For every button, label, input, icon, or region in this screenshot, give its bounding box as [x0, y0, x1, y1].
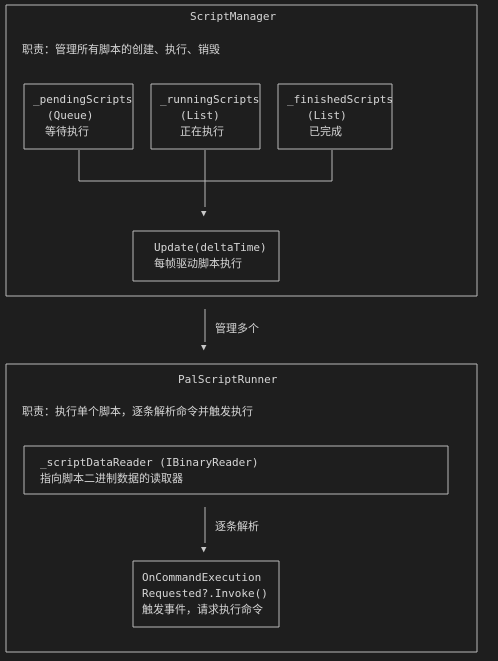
script-manager-responsibility: 职责：管理所有脚本的创建、执行、销毁 — [22, 43, 220, 56]
finished-scripts-name: _finishedScripts — [287, 93, 393, 106]
event-desc: 触发事件，请求执行命令 — [142, 603, 263, 616]
script-manager-title: ScriptManager — [190, 10, 277, 23]
pending-scripts-desc: 等待执行 — [45, 125, 89, 138]
parse-link-label: 逐条解析 — [215, 520, 259, 533]
running-scripts-desc: 正在执行 — [180, 125, 224, 138]
running-scripts-box — [150, 83, 261, 150]
pending-scripts-type: (Queue) — [47, 109, 94, 122]
reader-name: _scriptDataReader (IBinaryReader) — [40, 456, 259, 469]
reader-desc: 指向脚本二进制数据的读取器 — [40, 472, 183, 485]
script-manager-box — [5, 4, 478, 297]
manages-link-label: 管理多个 — [215, 322, 259, 335]
finished-scripts-type: (List) — [307, 109, 347, 122]
finished-scripts-box — [277, 83, 393, 150]
event-line1: OnCommandExecution — [142, 571, 262, 584]
update-desc: 每帧驱动脚本执行 — [154, 257, 242, 270]
pending-scripts-box — [23, 83, 134, 150]
arrow-down-icon: ▼ — [201, 545, 207, 555]
finished-scripts-desc: 已完成 — [309, 125, 342, 138]
runner-box — [5, 363, 478, 653]
update-box — [132, 230, 280, 282]
pending-scripts-name: _pendingScripts — [33, 93, 133, 106]
arrow-down-icon: ▼ — [201, 209, 207, 219]
merge-connector — [78, 150, 333, 207]
runner-title: PalScriptRunner — [178, 373, 278, 386]
running-scripts-name: _runningScripts — [160, 93, 260, 106]
event-box — [132, 560, 280, 628]
runner-responsibility: 职责：执行单个脚本，逐条解析命令并触发执行 — [22, 405, 253, 418]
running-scripts-type: (List) — [180, 109, 220, 122]
arrow-down-icon: ▼ — [201, 343, 207, 353]
reader-box — [23, 445, 449, 495]
update-method: Update(deltaTime) — [154, 241, 267, 254]
event-line2: Requested?.Invoke() — [142, 587, 268, 600]
